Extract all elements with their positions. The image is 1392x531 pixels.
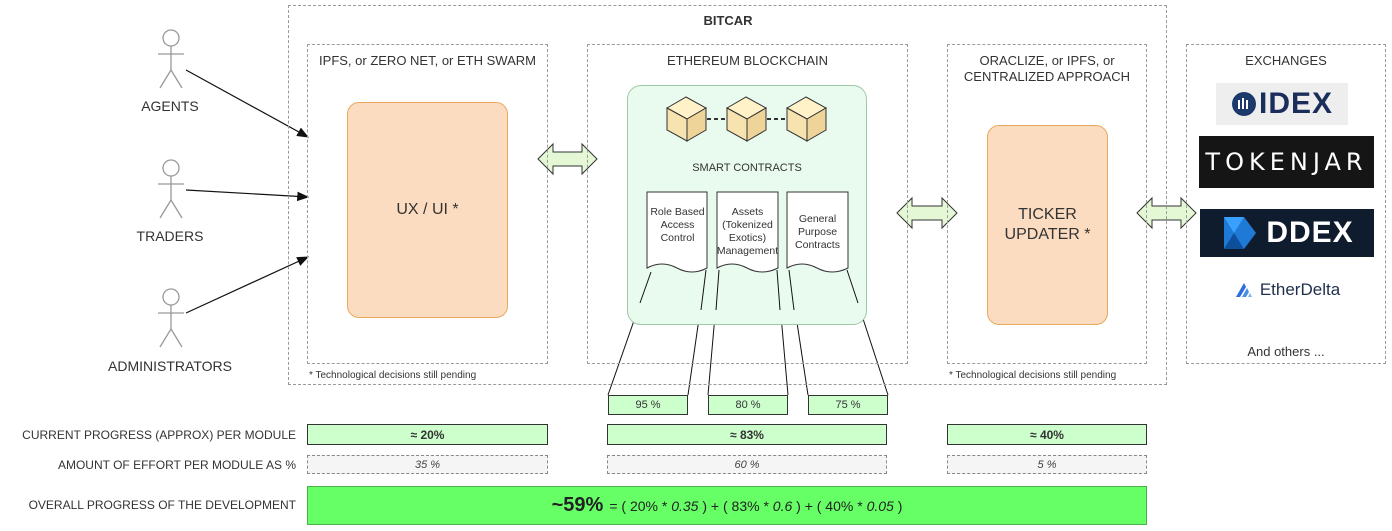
agents-figure-icon (158, 29, 184, 89)
diagram-title: BITCAR (703, 13, 753, 28)
overall-result: ~59% (551, 494, 604, 516)
effort-blockchain: 60 % (607, 455, 887, 474)
actor-label-traders: TRADERS (136, 228, 204, 244)
etherdelta-logo-text: EtherDelta (1260, 280, 1340, 300)
actor-label-agents: AGENTS (141, 98, 199, 114)
current-progress-storage: ≈ 20% (307, 424, 548, 445)
effort-oracle: 5 % (947, 455, 1147, 474)
contract-role-based: Role Based Access Control (650, 206, 705, 244)
ddex-logo: DDEX (1200, 209, 1374, 257)
exchanges-others: And others ... (1247, 344, 1325, 359)
exchanges-module-title: EXCHANGES (1245, 53, 1327, 68)
smart-contracts-label: SMART CONTRACTS (692, 162, 802, 174)
contract-progress-assets: 80 % (708, 395, 788, 415)
effort-label: AMOUNT OF EFFORT PER MODULE AS % (57, 458, 296, 472)
formula-part: = ( 20% * (609, 497, 672, 514)
idex-logo: IDEX (1216, 83, 1348, 125)
formula-weight: 0.35 (671, 497, 699, 514)
ticker-updater-line1: TICKER (1018, 206, 1077, 223)
idex-mark-icon (1231, 92, 1256, 116)
contract-assets: Assets (Tokenized Exotics) Management (716, 206, 779, 257)
oracle-module-title-1: ORACLIZE, or IPFS, or (979, 53, 1115, 68)
effort-storage: 35 % (307, 455, 548, 474)
oracle-note: * Technological decisions still pending (949, 370, 1117, 381)
actor-label-administrators: ADMINISTRATORS (108, 358, 232, 374)
blockchain-module (587, 44, 908, 364)
storage-note: * Technological decisions still pending (309, 370, 477, 381)
bitcar-container (288, 5, 1167, 385)
current-progress-blockchain: ≈ 83% (607, 424, 887, 445)
traders-figure-icon (158, 159, 184, 219)
current-progress-label: CURRENT PROGRESS (APPROX) PER MODULE (22, 428, 296, 442)
ux-ui-box: UX / UI * (347, 102, 508, 318)
etherdelta-logo: EtherDelta (1214, 276, 1360, 304)
etherdelta-mark-icon (1235, 283, 1252, 297)
formula-part: ) (893, 497, 903, 514)
ddex-logo-text: DDEX (1266, 216, 1354, 249)
oracle-module-title-2: CENTRALIZED APPROACH (963, 69, 1131, 84)
current-progress-oracle: ≈ 40% (947, 424, 1147, 445)
formula-weight: 0.05 (866, 497, 894, 514)
contract-progress-general: 75 % (808, 395, 888, 415)
contract-progress-role: 95 % (608, 395, 688, 415)
tokenjar-logo: TOKENJAR (1199, 136, 1374, 188)
double-arrow-icon (896, 196, 958, 230)
tokenjar-logo-text: TOKENJAR (1205, 148, 1368, 176)
ticker-updater-line2: UPDATER * (1004, 226, 1091, 243)
storage-module-title: IPFS, or ZERO NET, or ETH SWARM (319, 53, 536, 68)
etherdelta-logo-word: EtherDelta (1259, 280, 1341, 299)
formula-weight: 0.6 (772, 497, 793, 514)
contract-general: General Purpose Contracts (795, 213, 840, 251)
storage-module (307, 44, 548, 364)
double-arrow-icon (537, 142, 598, 176)
overall-formula: = ( 20% * 0.35 ) + ( 83% * 0.6 ) + ( 40%… (609, 498, 902, 514)
blockchain-module-title: ETHEREUM BLOCKCHAIN (666, 53, 829, 68)
overall-label: OVERALL PROGRESS OF THE DEVELOPMENT (28, 498, 296, 512)
formula-part: ) + ( 83% * (698, 497, 773, 514)
oracle-module (947, 44, 1147, 364)
formula-part: ) + ( 40% * (792, 497, 867, 514)
exchanges-module (1186, 44, 1386, 364)
idex-logo-text: IDEX (1258, 87, 1334, 120)
agents-arrow (185, 69, 310, 138)
ddex-mark-icon (1224, 217, 1257, 249)
ticker-updater-box: TICKER UPDATER * (987, 125, 1108, 325)
overall-progress-box: ~59% = ( 20% * 0.35 ) + ( 83% * 0.6 ) + … (307, 486, 1147, 525)
administrators-figure-icon (158, 288, 184, 348)
administrators-arrow (185, 256, 310, 314)
traders-arrow (185, 189, 310, 202)
